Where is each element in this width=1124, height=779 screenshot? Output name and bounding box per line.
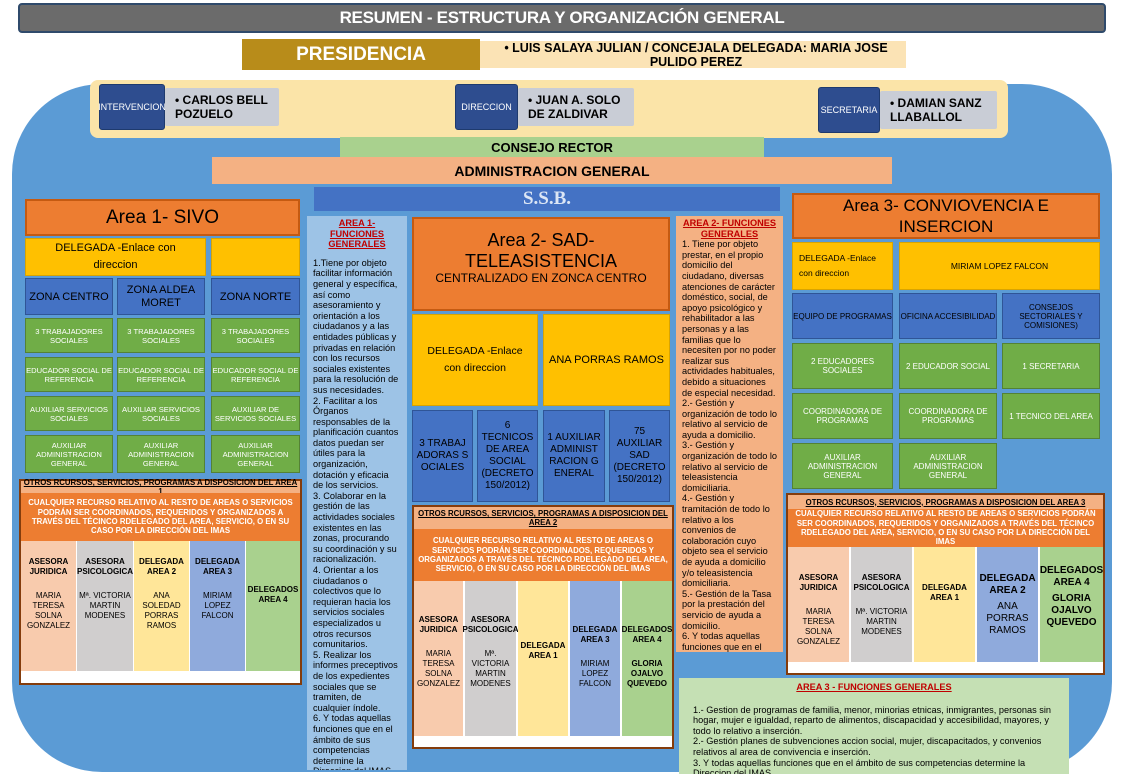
area2-funciones-title: AREA 2- FUNCIONES GENERALES: [682, 218, 777, 239]
leader-role-direccion: DIRECCION: [455, 84, 518, 130]
leader-role-secretaria: SECRETARIA: [818, 87, 880, 133]
area2-staff-auxiliar-admin: 1 AUXILIAR ADMINISTRACION GENERAL: [543, 410, 605, 502]
area1-cell: EDUCADOR SOCIAL DE REFERENCIA: [25, 357, 113, 392]
ssb-label: S.S.B.: [314, 187, 780, 211]
area3-funciones: AREA 3 - FUNCIONES GENERALES 1.- Gestion…: [679, 678, 1069, 774]
area1-otros-title: OTROS RCURSOS, SERVICIOS, PROGRAMAS A DI…: [21, 478, 300, 496]
area1-cell: 3 TRABAJADORES SOCIALES: [117, 318, 205, 353]
area2-title: Area 2- SAD-TELEASISTENCIA: [464, 230, 618, 271]
area3-title: Area 3- CONVIOVENCIA E INSERCION: [792, 193, 1100, 239]
presidencia-label: PRESIDENCIA: [242, 39, 480, 70]
area3-cell: 2 EDUCADORES SOCIALES: [792, 343, 893, 389]
area3-col-delegada-area1: DELEGADA AREA 1: [914, 547, 975, 662]
area3-otros-text: CUALQUIER RECURSO RELATIVO AL RESTO DE A…: [788, 509, 1103, 547]
area1-cell: AUXILIAR SERVICIOS SOCIALES: [25, 396, 113, 431]
leader-role-intervencion: INTERVENCION: [98, 84, 166, 130]
area3-cell: AUXILIAR ADMINISTRACION GENERAL: [899, 443, 997, 489]
area2-staff-tecnicos: 6 TECNICOS DE AREA SOCIAL (DECRETO 150/2…: [477, 410, 538, 502]
area3-cell: COORDINADORA DE PROGRAMAS: [792, 393, 893, 439]
area1-cell: AUXILIAR ADMINISTRACION GENERAL: [117, 435, 205, 473]
area3-cell: CONSEJOS SECTORIALES Y COMISIONES): [1002, 293, 1100, 339]
area1-title: Area 1- SIVO: [25, 199, 300, 236]
presidencia-name: • LUIS SALAYA JULIAN / CONCEJALA DELEGAD…: [480, 41, 906, 69]
area2-otros-title: OTROS RCURSOS, SERVICIOS, PROGRAMAS A DI…: [414, 507, 672, 529]
area3-cell: AUXILIAR ADMINISTRACION GENERAL: [792, 443, 893, 489]
area1-cell: EDUCADOR SOCIAL DE REFERENCIA: [117, 357, 205, 392]
area1-zone-norte: ZONA NORTE: [211, 278, 300, 315]
area1-col-delegados-area4: DELEGADOS AREA 4: [246, 541, 300, 671]
area1-funciones: AREA 1- FUNCIONES GENERALES 1.Tiene por …: [307, 216, 407, 770]
area3-otros-title: OTROS RCURSOS, SERVICIOS, PROGRAMAS A DI…: [788, 495, 1103, 509]
area1-cell: AUXILIAR DE SERVICIOS SOCIALES: [211, 396, 300, 431]
area3-funciones-text: 1.- Gestion de programas de familia, men…: [693, 704, 1051, 774]
area1-cell: AUXILIAR ADMINISTRACION GENERAL: [211, 435, 300, 473]
area1-cell: EDUCADOR SOCIAL DE REFERENCIA: [211, 357, 300, 392]
area3-delegada-name: MIRIAM LOPEZ FALCON: [899, 242, 1100, 290]
area1-delegada-name: [211, 238, 300, 276]
page-title: RESUMEN - ESTRUCTURA Y ORGANIZACIÓN GENE…: [18, 3, 1106, 33]
area3-cell: COORDINADORA DE PROGRAMAS: [899, 393, 997, 439]
area3-delegada: DELEGADA -Enlace con direccion: [792, 242, 893, 290]
area3-cell: OFICINA ACCESIBILIDAD: [899, 293, 997, 339]
area3-cell: EQUIPO DE PROGRAMAS: [792, 293, 893, 339]
area2-funciones-text: 1. Tiene por objeto prestar, en el propi…: [682, 239, 778, 652]
area3-cell: 1 SECRETARIA: [1002, 343, 1100, 389]
area1-cell: 3 TRABAJADORES SOCIALES: [25, 318, 113, 353]
area1-zone-aldea-moret: ZONA ALDEA MORET: [117, 278, 205, 315]
leader-name-secretaria: • DAMIAN SANZ LLABALLOL: [880, 91, 997, 129]
area1-cell: AUXILIAR ADMINISTRACION GENERAL: [25, 435, 113, 473]
consejo-rector: CONSEJO RECTOR: [340, 137, 764, 157]
area1-otros-text: CUALQUIER RECURSO RELATIVO AL RESTO DE A…: [21, 493, 300, 541]
area2-otros-text: CUALQUIER RECURSO RELATIVO AL RESTO DE A…: [414, 529, 672, 581]
leader-name-direccion: • JUAN A. SOLO DE ZALDIVAR: [518, 88, 634, 126]
area1-funciones-text: 1.Tiene por objeto facilitar información…: [313, 257, 399, 770]
area2-delegada-name: ANA PORRAS RAMOS: [543, 314, 670, 406]
area3-funciones-title: AREA 3 - FUNCIONES GENERALES: [796, 682, 952, 692]
area2-delegada: DELEGADA -Enlace con direccion: [412, 314, 538, 406]
area2-title-box: [412, 217, 670, 311]
area1-delegada: DELEGADA -Enlace con direccion: [25, 238, 206, 276]
area2-funciones: AREA 2- FUNCIONES GENERALES 1. Tiene por…: [676, 216, 783, 652]
area2-staff-trabajadoras: 3 TRABAJADORAS SOCIALES: [412, 410, 473, 502]
area1-zone-centro: ZONA CENTRO: [25, 278, 113, 315]
area1-funciones-title: AREA 1- FUNCIONES GENERALES: [328, 218, 386, 250]
leader-name-intervencion: • CARLOS BELL POZUELO: [165, 88, 279, 126]
administracion-general: ADMINISTRACION GENERAL: [212, 157, 892, 184]
area2-col-delegada-area1: DELEGADA AREA 1: [518, 581, 568, 736]
area1-cell: 3 TRABAJADORES SOCIALES: [211, 318, 300, 353]
area2-subtitle: CENTRALIZADO EN ZONCA CENTRO: [435, 271, 647, 285]
area3-cell: 2 EDUCADOR SOCIAL: [899, 343, 997, 389]
area3-cell: 1 TECNICO DEL AREA: [1002, 393, 1100, 439]
area2-staff-auxiliar-sad: 75 AUXILIAR SAD (DECRETO 150/2012): [609, 410, 670, 502]
area1-cell: AUXILIAR SERVICIOS SOCIALES: [117, 396, 205, 431]
